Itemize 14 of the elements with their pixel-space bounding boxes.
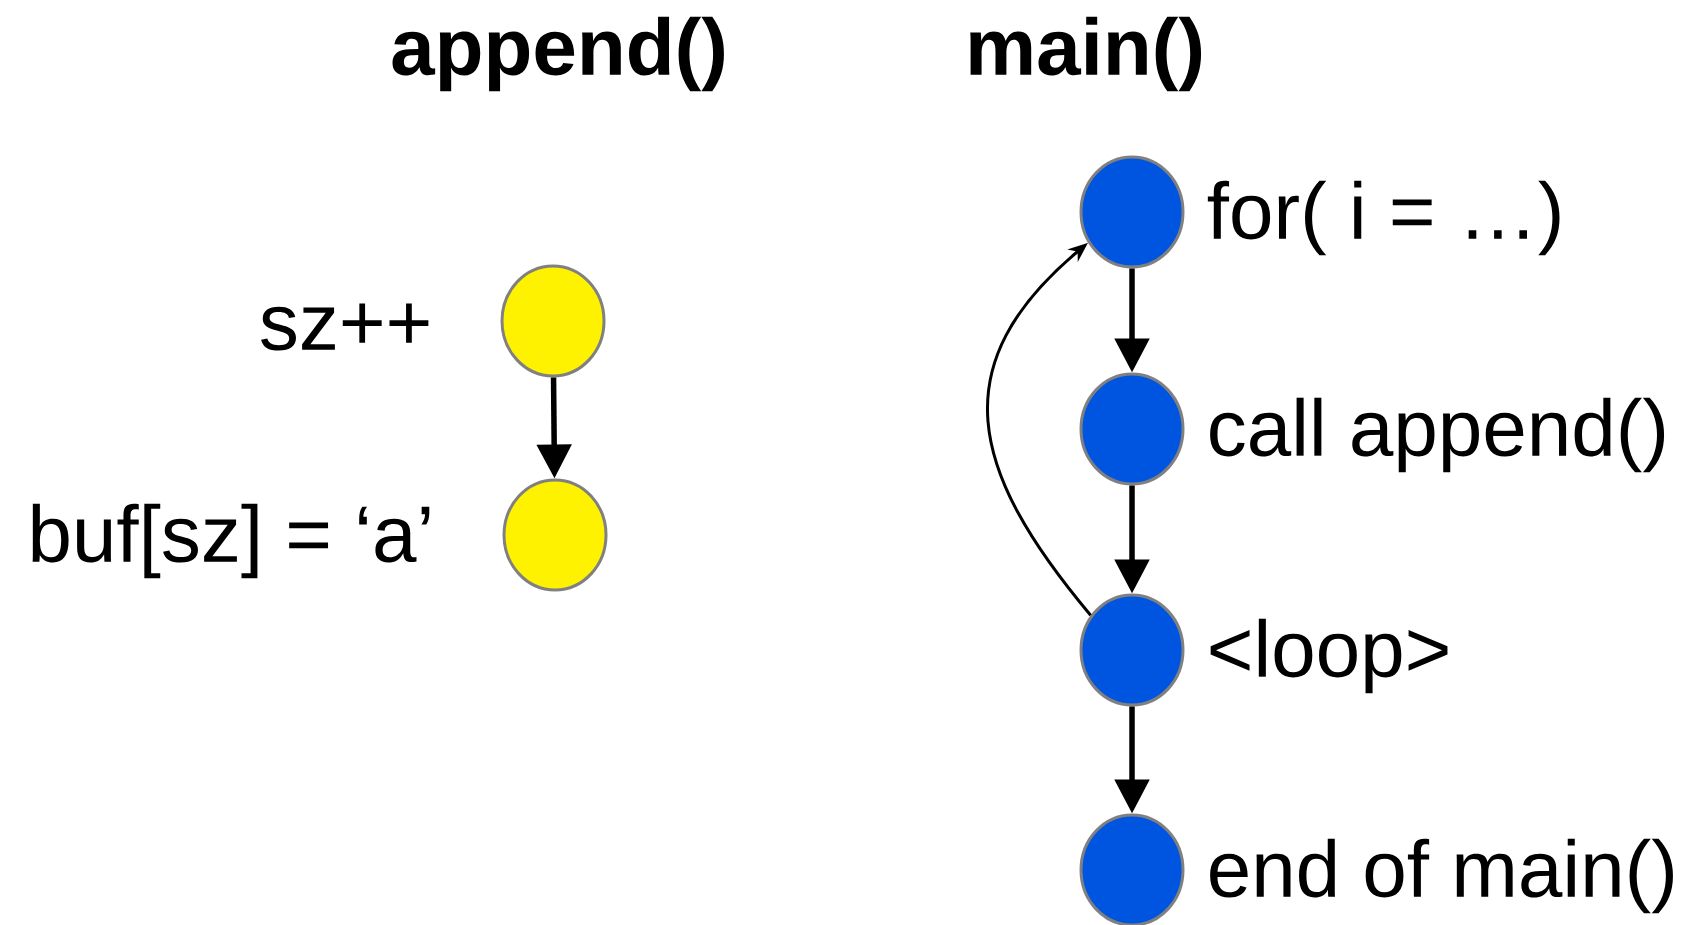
node-label: buf[sz] = ‘a’ <box>32 503 430 579</box>
node-label: end of main() <box>1210 838 1673 914</box>
circle-node <box>1079 372 1185 486</box>
node-label: <loop> <box>1210 618 1448 694</box>
circle-node <box>1079 813 1185 925</box>
circle-node <box>1079 593 1185 707</box>
circle-node <box>1079 155 1185 269</box>
node-label: sz++ <box>261 303 429 351</box>
heading: append() <box>392 16 724 92</box>
circle-node <box>500 264 606 378</box>
node-label: for( i = …) <box>1207 180 1560 256</box>
heading: main() <box>970 16 1202 92</box>
node-label: call append() <box>1210 397 1665 473</box>
circle-node <box>502 478 608 592</box>
